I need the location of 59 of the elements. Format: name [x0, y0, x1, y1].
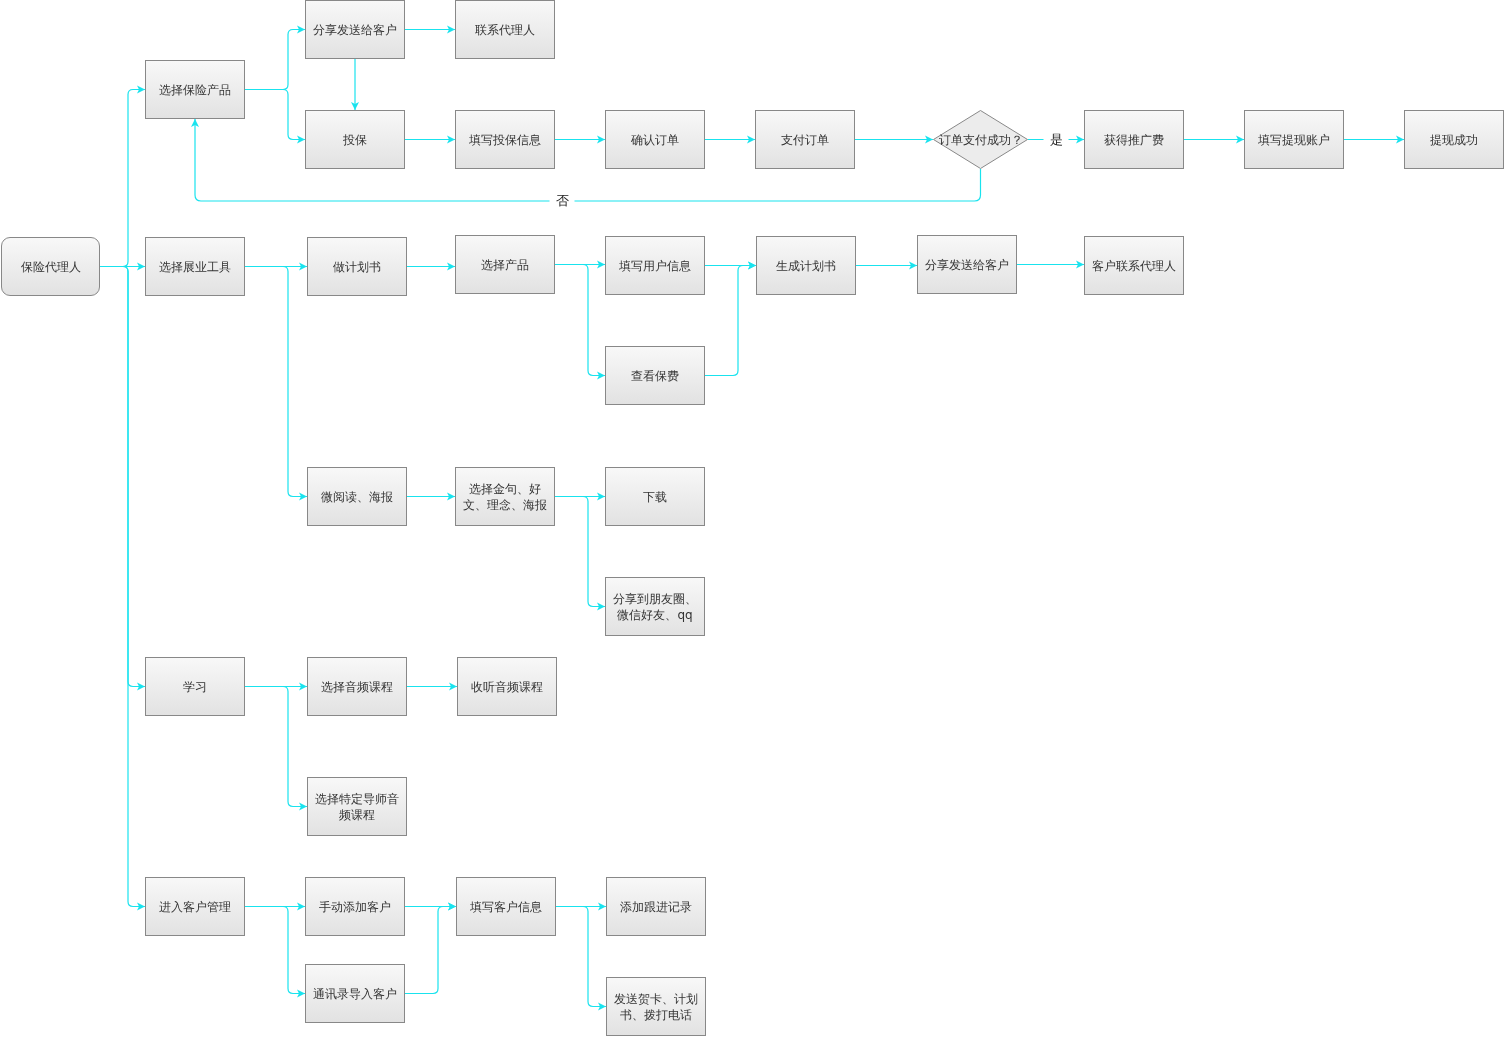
arrow [404, 135, 456, 144]
process-box: 进入客户管理 [145, 877, 245, 936]
process-box: 学习 [145, 657, 245, 716]
process-box: 填写投保信息 [455, 110, 555, 169]
process-box: 收听音频课程 [457, 657, 557, 716]
process-box: 联系代理人 [455, 0, 555, 59]
arrow [554, 495, 606, 611]
arrow [1183, 135, 1245, 144]
arrow [244, 685, 308, 811]
process-box: 客户联系代理人 [1084, 236, 1184, 295]
process-box: 选择产品 [455, 235, 555, 294]
edge-label: 否 [549, 193, 575, 209]
process-box: 填写用户信息 [605, 236, 705, 295]
arrow [406, 682, 458, 691]
arrow [351, 58, 359, 111]
arrow [554, 263, 606, 380]
arrow [555, 905, 607, 1011]
process-box: 支付订单 [755, 110, 855, 169]
process-box: 选择金句、好文、理念、海报 [455, 467, 555, 526]
arrow [244, 905, 306, 998]
process-box: 填写客户信息 [456, 877, 556, 936]
process-box: 查看保费 [605, 346, 705, 405]
arrow [406, 262, 456, 271]
process-box: 选择保险产品 [145, 60, 245, 119]
process-box: 微阅读、海报 [307, 467, 407, 526]
process-box: 选择音频课程 [307, 657, 407, 716]
process-box: 确认订单 [605, 110, 705, 169]
process-box: 选择展业工具 [145, 237, 245, 296]
arrow [244, 88, 306, 144]
process-box: 分享到朋友圈、微信好友、qq [605, 577, 705, 636]
process-box: 做计划书 [307, 237, 407, 296]
arrow [704, 135, 756, 144]
arrow [1016, 260, 1085, 269]
process-box: 提现成功 [1404, 110, 1504, 169]
arrow [855, 261, 918, 270]
process-box: 添加跟进记录 [606, 877, 706, 936]
edge-label: 是 [1043, 131, 1069, 148]
arrow [244, 265, 308, 501]
start-box: 保险代理人 [1, 237, 100, 296]
arrow [406, 492, 456, 501]
arrow [854, 135, 934, 144]
process-box: 获得推广费 [1084, 110, 1184, 169]
process-box: 选择特定导师音频课程 [307, 777, 407, 836]
arrow [404, 902, 457, 995]
arrow [554, 135, 606, 144]
process-box: 填写提现账户 [1244, 110, 1344, 169]
process-box: 通讯录导入客户 [305, 964, 405, 1023]
process-box: 生成计划书 [756, 236, 856, 295]
process-box: 手动添加客户 [305, 877, 405, 936]
process-box: 发送贺卡、计划书、拨打电话 [606, 977, 706, 1036]
arrow [1343, 135, 1405, 144]
arrow [404, 25, 456, 34]
arrow [191, 118, 982, 202]
process-box: 下载 [605, 467, 705, 526]
process-box: 投保 [305, 110, 405, 169]
decision-diamond: 订单支付成功？ [933, 110, 1028, 169]
process-box: 分享发送给客户 [917, 235, 1017, 294]
arrow [704, 261, 757, 377]
process-box: 分享发送给客户 [305, 0, 405, 59]
